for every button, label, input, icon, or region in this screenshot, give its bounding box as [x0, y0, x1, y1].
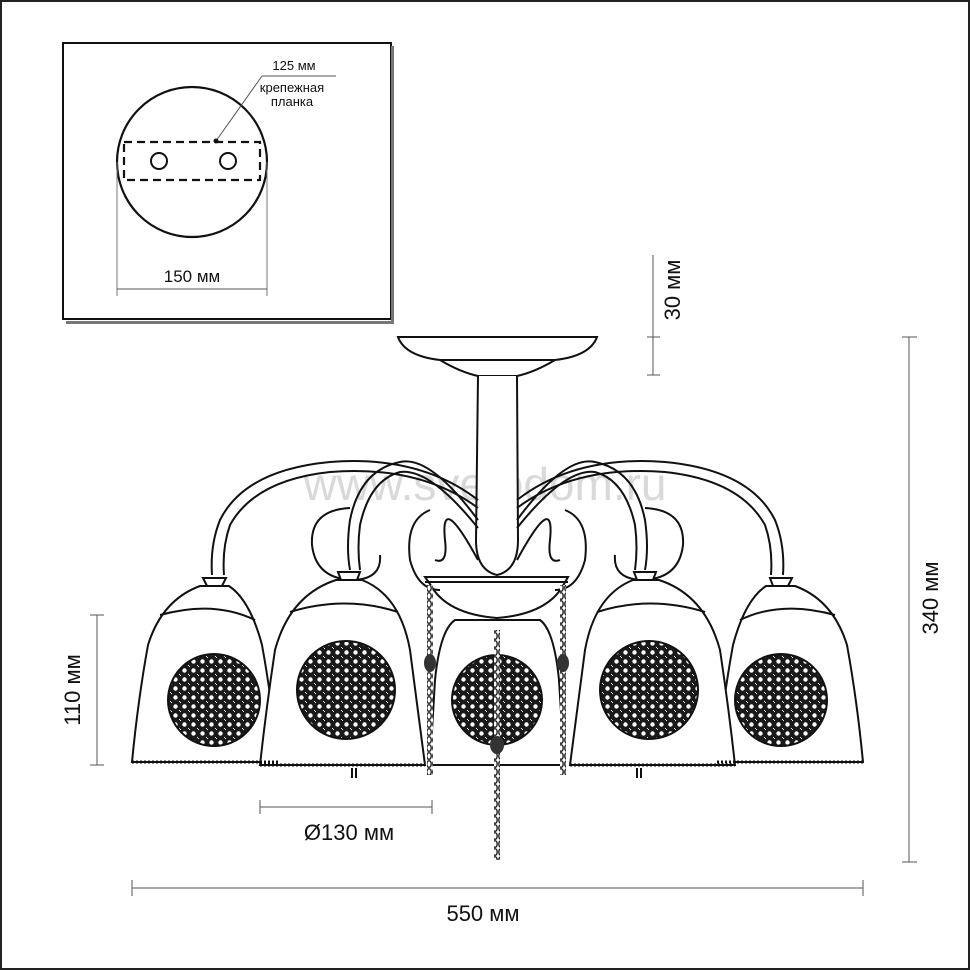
arm-outer-right [516, 460, 785, 576]
dimension-lines [90, 255, 917, 896]
screw-hole-right [219, 152, 237, 170]
lace-medallion-2 [296, 640, 396, 740]
lamp-tip-4 [636, 768, 642, 778]
shade-4-neck [596, 602, 706, 613]
plate-leader-dot [213, 138, 219, 144]
lace-medallion-5 [734, 653, 828, 747]
inset-frame [62, 42, 392, 320]
mounting-plate-dashed [122, 140, 262, 182]
chain-bead-left [424, 654, 436, 672]
lace-medallion-4 [599, 640, 699, 740]
plate-leader-line [215, 75, 263, 142]
lamp-tip-2 [351, 768, 357, 778]
scroll-right [613, 507, 685, 582]
scroll-center-right [554, 509, 587, 591]
arm-mid-right-inner [516, 470, 638, 571]
curl-center-right [516, 518, 561, 562]
center-stem [474, 375, 520, 577]
arm-outer-right-inner [516, 470, 773, 576]
label-30: 30 мм [660, 260, 685, 321]
mounting-plate-inset: 125 мм крепежная планка 150 мм [62, 42, 394, 324]
arm-outer-left [210, 460, 479, 576]
shade-1-neck [159, 607, 256, 621]
pull-chains [424, 585, 569, 860]
label-plate-line1: крепежная [260, 80, 324, 95]
chain-bead-right [557, 654, 569, 672]
chain-right [560, 585, 566, 775]
label-110: 110 мм [60, 654, 85, 725]
scroll-left [310, 507, 382, 582]
label-125: 125 мм [272, 58, 315, 73]
canopy-neck [439, 359, 556, 377]
arm-mid-left-inner [357, 470, 479, 571]
arm-mid-right [516, 460, 648, 571]
label-550: 550 мм [446, 901, 519, 926]
inset-shadow-right [391, 46, 394, 324]
collar-2 [336, 571, 362, 581]
shade-2-neck [289, 602, 399, 613]
screw-hole-left [150, 152, 168, 170]
lace-medallion-1 [167, 653, 261, 747]
label-plate-line2: планка [271, 94, 314, 109]
canopy [396, 336, 599, 361]
curl-center-left [434, 518, 479, 562]
arm-outer-left-inner [222, 470, 479, 576]
collar-1 [201, 577, 228, 587]
chain-bead-center [490, 736, 504, 754]
shade-5-neck [739, 607, 836, 621]
chain-left [427, 585, 433, 775]
arm-mid-left [347, 460, 479, 571]
chandelier-drawing [130, 336, 865, 778]
label-340: 340 мм [918, 561, 943, 634]
inset-shadow-bottom [66, 321, 394, 324]
center-hub [423, 576, 570, 620]
label-130: Ø130 мм [304, 820, 394, 845]
collar-4 [632, 571, 658, 581]
label-150: 150 мм [164, 267, 220, 286]
collar-5 [768, 577, 794, 587]
